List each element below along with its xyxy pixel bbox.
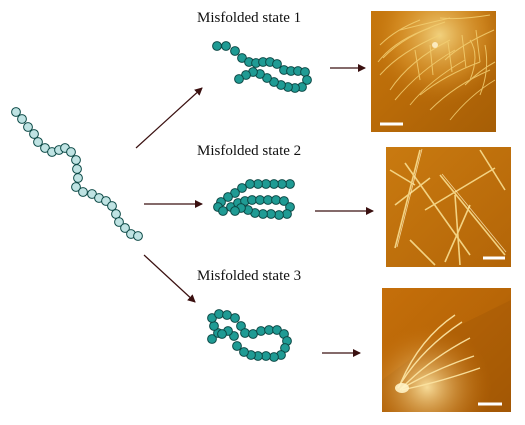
fibril — [394, 49, 456, 101]
fibril — [429, 69, 491, 111]
bead — [261, 179, 271, 189]
bead — [253, 179, 263, 189]
bead — [222, 310, 232, 320]
bead — [274, 210, 284, 220]
bead — [207, 334, 217, 344]
bead — [120, 223, 130, 233]
misfolded-chain-1 — [212, 41, 312, 93]
bead — [223, 192, 233, 202]
bead — [230, 206, 240, 216]
bead — [271, 195, 281, 205]
bead — [247, 195, 257, 205]
bead — [17, 114, 27, 124]
bead — [73, 173, 83, 183]
fibril-highlight — [432, 42, 438, 48]
afm-image-state-2 — [386, 147, 511, 267]
bead — [237, 183, 247, 193]
bead — [72, 164, 82, 174]
bead — [221, 41, 231, 51]
bead — [71, 155, 81, 165]
fibril — [382, 21, 446, 59]
bead — [218, 206, 228, 216]
bead — [78, 187, 88, 197]
bead — [111, 209, 121, 219]
fibril — [447, 41, 453, 73]
bead — [209, 321, 219, 331]
fibril — [429, 44, 434, 76]
afm-image-state-3 — [382, 288, 511, 412]
arrow-to-state-1 — [135, 87, 203, 149]
bead — [272, 59, 282, 69]
fibril — [419, 61, 481, 96]
bead — [245, 179, 255, 189]
bead — [300, 67, 310, 77]
bead — [33, 137, 43, 147]
bead — [29, 129, 39, 139]
bead — [212, 41, 222, 51]
bead — [269, 179, 279, 189]
state-label-3: Misfolded state 3 — [197, 268, 302, 284]
fibril — [479, 44, 488, 96]
fibril — [409, 59, 466, 106]
bead — [255, 195, 265, 205]
bead — [277, 179, 287, 189]
bead — [107, 201, 117, 211]
bead — [240, 328, 250, 338]
bead — [258, 209, 268, 219]
bead — [285, 179, 295, 189]
bead — [71, 182, 81, 192]
bead — [266, 209, 276, 219]
fibril — [469, 39, 476, 81]
fibril — [444, 29, 495, 61]
bead — [302, 75, 312, 85]
state-label-2: Misfolded state 2 — [197, 143, 302, 159]
bead — [11, 107, 21, 117]
bead — [23, 122, 33, 132]
bead — [214, 309, 224, 319]
fibril — [439, 14, 491, 20]
bead — [230, 313, 240, 323]
fibril — [414, 49, 421, 81]
misfolded-chain-3 — [207, 309, 292, 362]
bead — [256, 326, 266, 336]
bead — [217, 329, 227, 339]
bead — [66, 147, 76, 157]
bead — [248, 329, 258, 339]
fibril — [379, 19, 421, 46]
fibril — [475, 29, 481, 63]
bead — [230, 46, 240, 56]
bead — [282, 209, 292, 219]
fibril — [464, 61, 496, 86]
fibril — [399, 17, 451, 31]
bead — [232, 341, 242, 351]
bead — [114, 217, 124, 227]
arrow-to-state-3 — [143, 254, 196, 303]
unfolded-protein-chain — [11, 107, 143, 241]
bead — [279, 196, 289, 206]
fibril — [389, 39, 451, 91]
bead — [261, 351, 271, 361]
fibril — [461, 34, 467, 69]
bead — [234, 74, 244, 84]
bead — [263, 195, 273, 205]
fibril — [379, 34, 441, 76]
fibril — [449, 79, 496, 121]
misfolded-chain-2 — [213, 179, 295, 220]
bead — [239, 347, 249, 357]
state-label-1: Misfolded state 1 — [197, 10, 302, 26]
bead — [264, 325, 274, 335]
bead — [269, 352, 279, 362]
bead — [133, 231, 143, 241]
afm-image-state-1 — [371, 11, 496, 132]
